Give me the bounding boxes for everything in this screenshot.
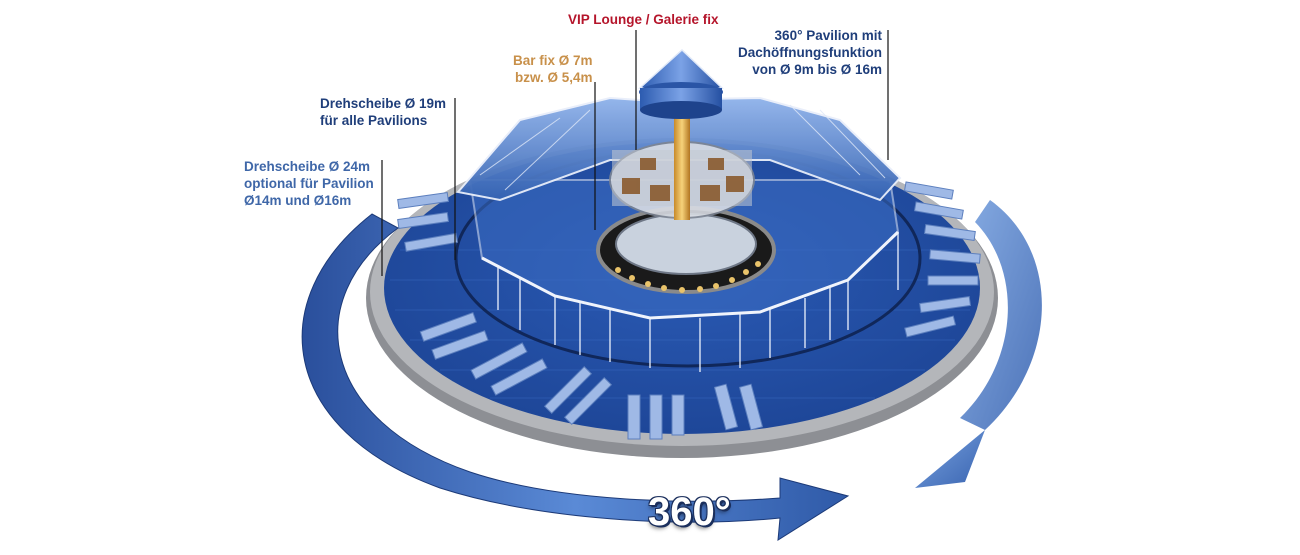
pavilion-label: 360° Pavilion mit Dachöffnungsfunktion v… xyxy=(718,27,882,78)
bar-label: Bar fix Ø 7m bzw. Ø 5,4m xyxy=(513,52,593,86)
pavilion-label-line-3: von Ø 9m bis Ø 16m xyxy=(752,62,882,77)
turntable-24-label: Drehscheibe Ø 24m optional für Pavilion … xyxy=(244,158,374,209)
pavilion-label-line-2: Dachöffnungsfunktion xyxy=(738,45,882,60)
rotation-arrow xyxy=(301,213,850,541)
bar-label-line-2: bzw. Ø 5,4m xyxy=(515,70,593,85)
pavilion-label-line-1: 360° Pavilion mit xyxy=(774,28,882,43)
bar-label-line-1: Bar fix Ø 7m xyxy=(513,53,593,68)
benches-right xyxy=(903,181,981,338)
benches-left xyxy=(397,191,764,440)
vip-lounge-label: VIP Lounge / Galerie fix xyxy=(568,11,719,28)
turntable-24-label-line-2: optional für Pavilion xyxy=(244,176,374,191)
turntable-19-label-line-1: Drehscheibe Ø 19m xyxy=(320,96,447,111)
central-pole xyxy=(674,112,690,220)
turntable-24-label-line-3: Ø14m und Ø16m xyxy=(244,193,352,208)
bar-stools xyxy=(615,261,761,293)
rotation-degree-label: 360° xyxy=(648,490,731,534)
rotation-arrow-back xyxy=(960,200,1042,430)
turntable-19-label: Drehscheibe Ø 19m für alle Pavilions xyxy=(320,95,446,129)
vip-lounge-label-text: VIP Lounge / Galerie fix xyxy=(568,12,719,27)
leader-lines xyxy=(381,30,889,276)
turntable-24-label-line-1: Drehscheibe Ø 24m xyxy=(244,159,371,174)
turntable-19-label-line-2: für alle Pavilions xyxy=(320,113,428,128)
rotation-arrow-head-right xyxy=(915,430,985,488)
